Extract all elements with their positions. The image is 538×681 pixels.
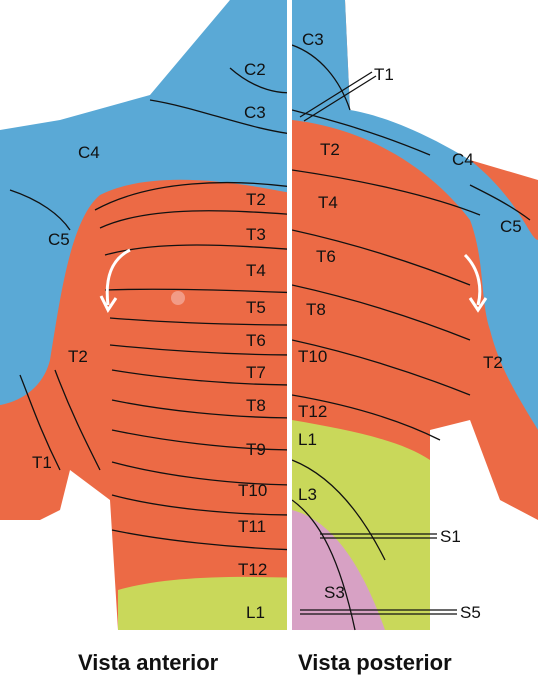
anterior-label-c5: C5 (48, 230, 70, 249)
anterior-label-t5: T5 (246, 298, 266, 317)
anterior-label-t9: T9 (246, 440, 266, 459)
anterior-label-t6: T6 (246, 331, 266, 350)
anterior-nipple (171, 291, 185, 305)
posterior-label-l1: L1 (298, 430, 317, 449)
posterior-label-t12: T12 (298, 402, 327, 421)
anterior-view: C2 C3 C4 C5 T2 T3 T4 T5 T6 T7 T8 T9 T10 … (0, 0, 300, 630)
posterior-label-t4: T4 (318, 193, 338, 212)
posterior-label-t2-arm: T2 (483, 353, 503, 372)
anterior-label-l1: L1 (246, 603, 265, 622)
posterior-label-t10: T10 (298, 347, 327, 366)
posterior-view: C3 T2 C4 C5 T4 T6 T8 T10 T12 L1 L3 S3 T2 (292, 0, 538, 630)
posterior-label-c5: C5 (500, 217, 522, 236)
anterior-label-c2: C2 (244, 60, 266, 79)
anterior-label-t4: T4 (246, 261, 266, 280)
anterior-label-t10: T10 (238, 481, 267, 500)
anterior-label-t2-arm: T2 (68, 347, 88, 366)
posterior-label-t2: T2 (320, 140, 340, 159)
posterior-caption: Vista posterior (298, 650, 452, 675)
posterior-label-s3: S3 (324, 583, 345, 602)
anterior-label-t11: T11 (238, 517, 266, 536)
posterior-label-c3: C3 (302, 30, 324, 49)
view-divider (287, 0, 292, 630)
posterior-label-t1: T1 (374, 65, 394, 84)
anterior-label-t7: T7 (246, 363, 266, 382)
anterior-label-t1-arm: T1 (32, 453, 52, 472)
posterior-label-t6: T6 (316, 247, 336, 266)
anterior-label-c4: C4 (78, 143, 100, 162)
anterior-lumbar-region (118, 577, 300, 630)
posterior-label-c4: C4 (452, 150, 474, 169)
posterior-label-s1: S1 (440, 527, 461, 546)
posterior-label-s5: S5 (460, 603, 481, 622)
anterior-label-c3: C3 (244, 103, 266, 122)
anterior-caption: Vista anterior (78, 650, 219, 675)
posterior-label-t8: T8 (306, 300, 326, 319)
anterior-label-t12: T12 (238, 560, 267, 579)
anterior-label-t8: T8 (246, 396, 266, 415)
posterior-label-l3: L3 (298, 485, 317, 504)
anterior-label-t2-trunk: T2 (246, 190, 266, 209)
anterior-label-t3: T3 (246, 225, 266, 244)
